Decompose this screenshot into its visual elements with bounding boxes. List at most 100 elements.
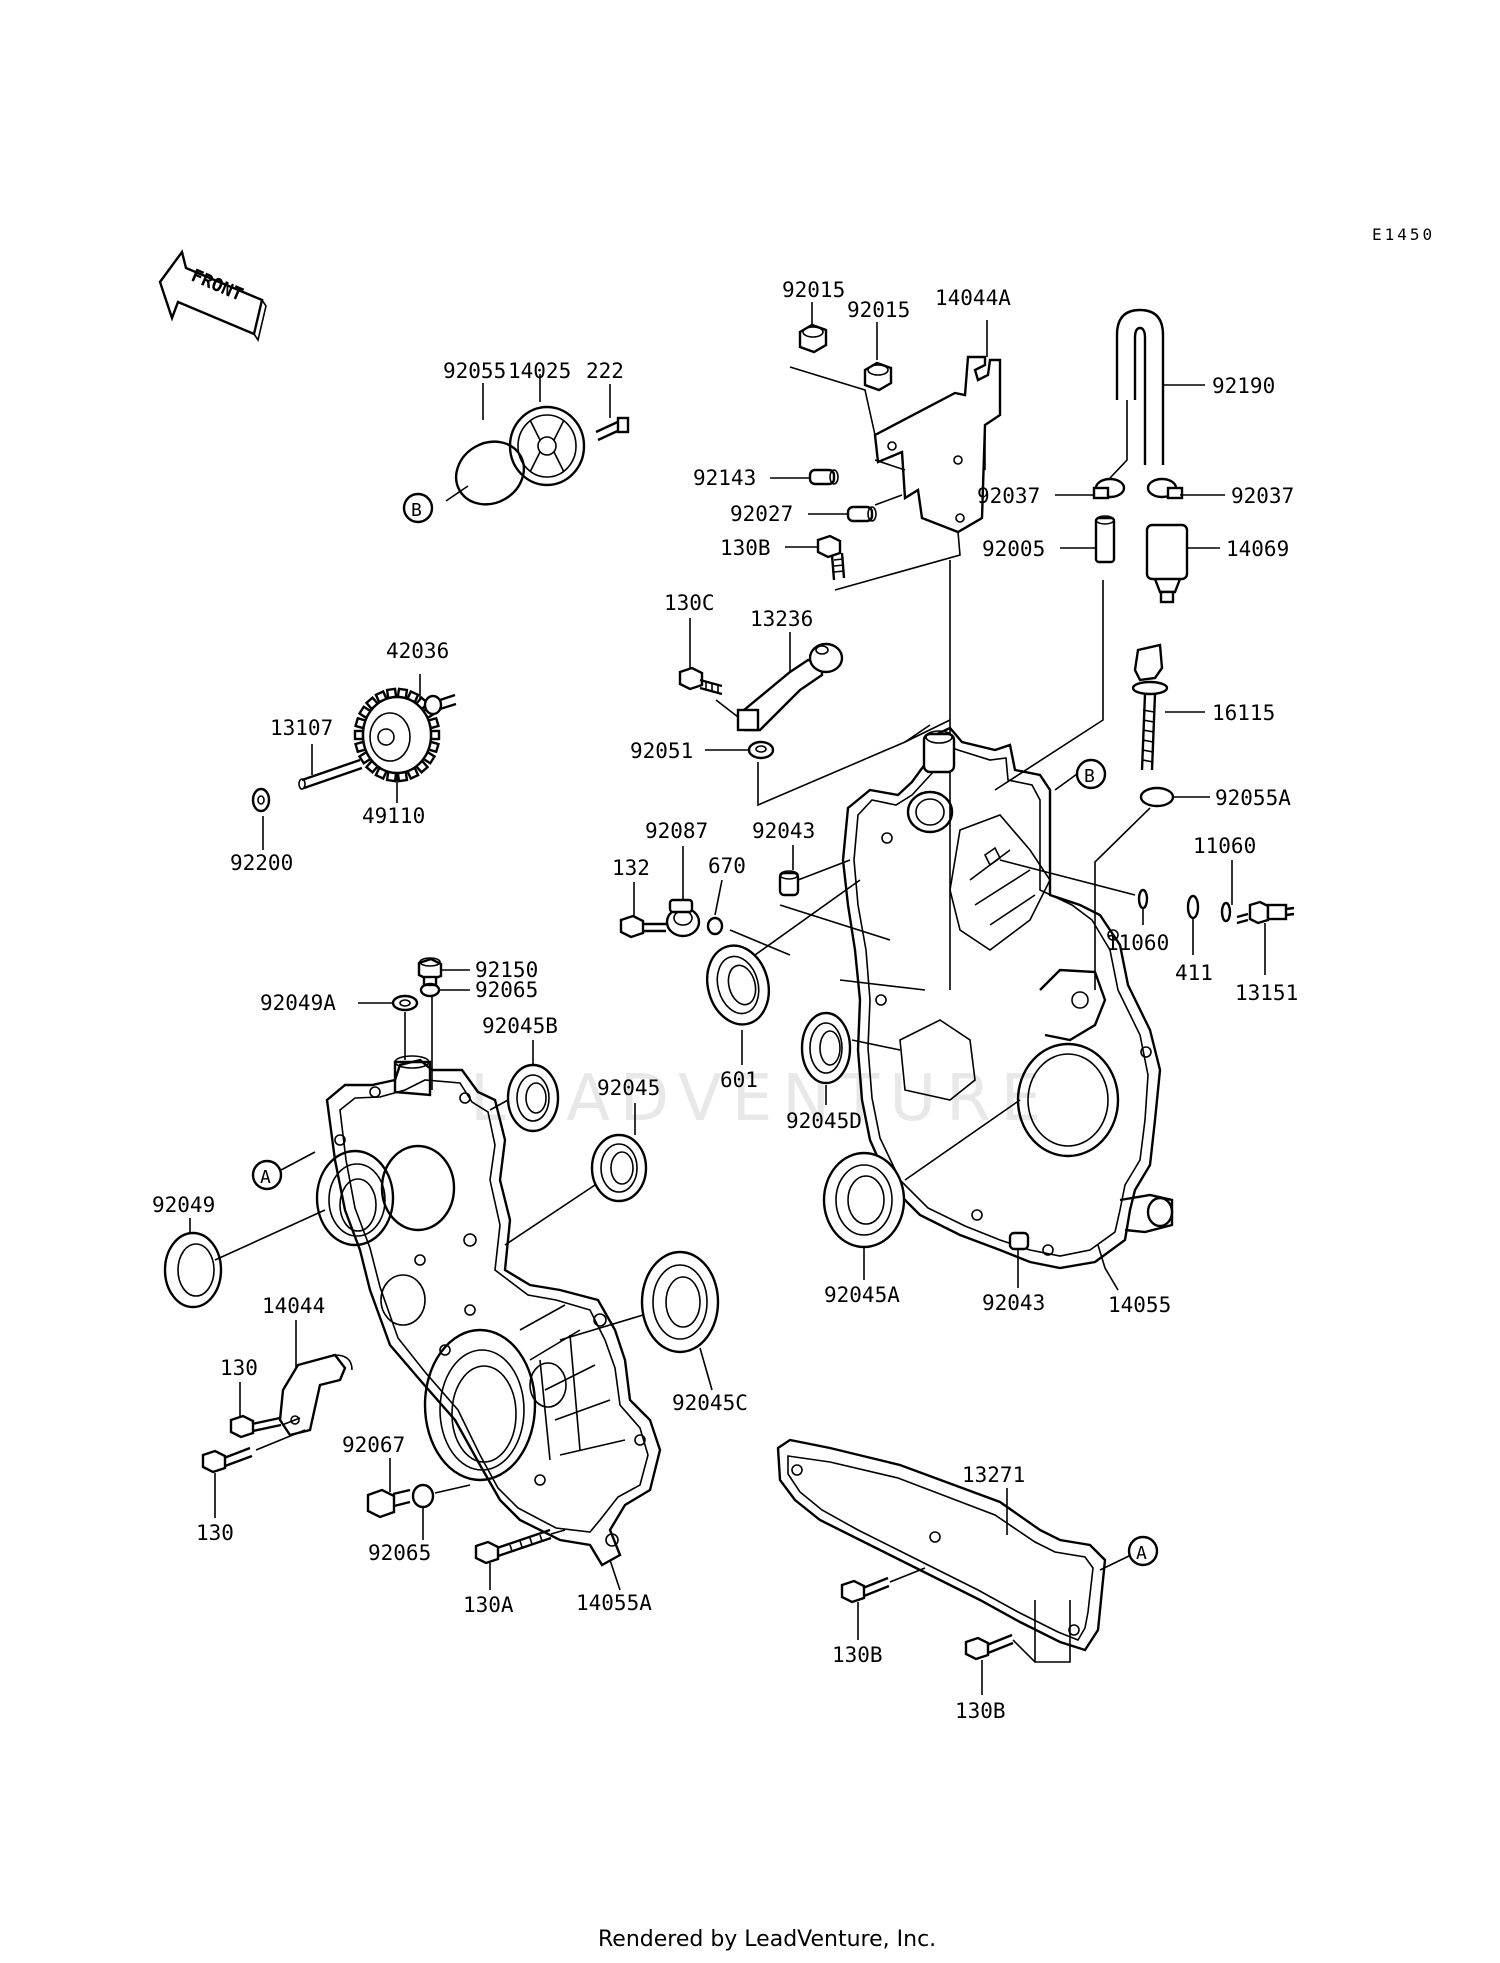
label-130B-bottom-a: 130B [832,1643,883,1667]
label-16115: 16115 [1212,701,1275,725]
callout-b-left: B [411,500,422,521]
label-14044A: 14044A [935,286,1011,310]
callout-a-right: A [1136,1543,1147,1564]
label-130B-bottom-b: 130B [955,1699,1006,1723]
o-ring-670 [706,916,724,936]
washer-92051 [747,740,775,760]
label-92015-b: 92015 [847,298,910,322]
label-92045B: 92045B [482,1014,558,1038]
label-92051: 92051 [630,739,693,763]
label-14055: 14055 [1108,1293,1171,1317]
label-92043-bottom: 92043 [982,1291,1045,1315]
label-13107: 13107 [270,716,333,740]
label-92043-top: 92043 [752,819,815,843]
shift-lever-13236 [736,642,844,732]
bolt-130-b [201,1446,253,1474]
label-49110: 49110 [362,804,425,828]
label-92067: 92067 [342,1433,405,1457]
label-11060-b: 11060 [1106,931,1169,955]
nut-92015-a [798,323,828,354]
left-crankcase-14055A [315,1055,662,1567]
front-label: FRONT [188,265,246,306]
label-13271: 13271 [962,1463,1025,1487]
gear-tooth [429,729,441,741]
breather-filter-14069 [1145,523,1189,604]
label-92045D: 92045D [786,1109,862,1133]
label-14055A: 14055A [576,1591,652,1615]
shaft-13107 [298,758,363,790]
washer-11060-a [1137,888,1149,910]
label-11060-a: 11060 [1193,834,1256,858]
label-411: 411 [1175,961,1213,985]
label-130B-top: 130B [720,536,771,560]
bolt-130B-bottom-b [964,1633,1014,1661]
o-ring-92055A [1139,786,1175,808]
callout-b-right: B [1084,766,1095,787]
switch-13151 [1236,900,1295,925]
label-92045C: 92045C [672,1391,748,1415]
oil-pump-cover-group [454,405,630,506]
label-601: 601 [720,1068,758,1092]
plug-92150 [417,957,443,987]
washer-92049A [391,994,419,1012]
bolt-132 [619,914,666,939]
label-14025: 14025 [508,359,571,383]
label-92027: 92027 [730,502,793,526]
clamp-92037-b [1146,477,1184,500]
oil-seal-92049 [163,1231,223,1309]
front-arrow-icon: FRONT [158,249,267,342]
label-92087: 92087 [645,819,708,843]
dowel-92043-top [778,870,800,897]
label-92049A: 92049A [260,991,336,1015]
bearing-92045A [822,1151,906,1249]
label-42036: 42036 [386,639,449,663]
clamp-92037-a [1092,477,1126,500]
bearing-92045D [800,1011,852,1085]
bearing-92045 [590,1133,648,1203]
washer-92200 [251,787,271,813]
pin-42036 [423,693,457,716]
collar-92027 [846,505,877,523]
dowel-92043-bottom [1008,1231,1030,1251]
gasket-13271 [776,1438,1107,1652]
callout-a-left: A [260,1167,271,1188]
bearing-601 [706,944,770,1026]
label-130C: 130C [664,591,715,615]
fitting-92005 [1094,515,1116,564]
bolt-130B-bottom-a [840,1576,890,1604]
bolt-130C [678,666,723,696]
washer-92065-bottom [411,1483,435,1509]
label-92065-bottom: 92065 [368,1541,431,1565]
label-670: 670 [708,854,746,878]
footer-credit: Rendered by LeadVenture, Inc. [598,1927,936,1952]
label-222: 222 [586,359,624,383]
bracket-14044 [278,1353,353,1437]
label-14044: 14044 [262,1294,325,1318]
bracket-14044A [873,355,1002,534]
label-92045A: 92045A [824,1283,900,1307]
label-130A: 130A [463,1593,514,1617]
bearing-92045B [506,1063,560,1133]
label-92045: 92045 [597,1076,660,1100]
breather-hose-92190 [1115,308,1165,465]
bolt-130A [474,1528,552,1565]
label-92200: 92200 [230,851,293,875]
label-92015-a: 92015 [782,278,845,302]
label-92065-top: 92065 [475,978,538,1002]
right-crankcase-14055 [841,726,1174,1270]
label-13236: 13236 [750,607,813,631]
label-130-a: 130 [220,1356,258,1380]
washer-92065-top [419,982,441,998]
washer-11060-b [1220,901,1232,923]
collar-92143 [808,468,839,486]
label-92055A: 92055A [1215,786,1291,810]
label-92049: 92049 [152,1193,215,1217]
label-130-b: 130 [196,1521,234,1545]
label-92037-a: 92037 [977,484,1040,508]
label-92150: 92150 [475,958,538,982]
bearing-92045C [640,1250,720,1354]
label-92190: 92190 [1212,374,1275,398]
label-92005: 92005 [982,537,1045,561]
label-13151: 13151 [1235,981,1298,1005]
